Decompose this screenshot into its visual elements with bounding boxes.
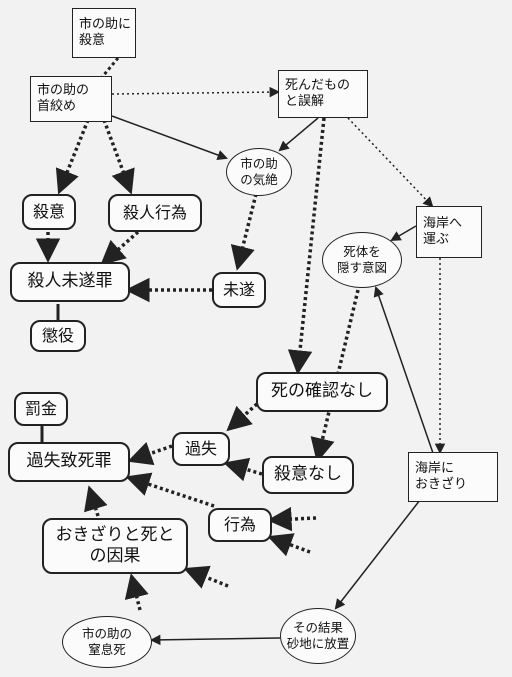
node-attempted-murder: 殺人未遂罪	[10, 262, 130, 302]
node-fine: 罰金	[14, 392, 68, 426]
node-carry-to-coast: 海岸へ 運ぶ	[416, 206, 482, 258]
arrow-result-to-death	[149, 634, 281, 646]
arrow-misunderstanding-to-coast	[347, 117, 434, 208]
node-strangling: 市の助の 首絞め	[30, 76, 112, 122]
node-act-of-killing: 殺人行為	[108, 194, 202, 232]
arrow-strangle-to-intent	[55, 119, 90, 195]
arrow-strangle-to-misunderstanding	[111, 86, 281, 98]
node-ichinosuke-faints: 市の助 の気絶	[226, 148, 292, 196]
arrow-act-to-attempted	[100, 230, 140, 266]
node-imprisonment: 懲役	[30, 320, 86, 352]
node-suffocation-death: 市の助の 窒息死	[62, 616, 152, 668]
arrow-c-to-causation	[183, 565, 229, 589]
arrow-abandon-to-hide	[373, 286, 435, 457]
arrow-long-to-manslaughter	[125, 472, 215, 508]
node-attempt-failed: 未遂	[212, 272, 266, 308]
arrow-b-to-act	[267, 533, 311, 557]
arrow-nointent-to-negligence	[223, 457, 263, 482]
node-causation-abandonment-death: おきざりと死と の因果	[42, 518, 188, 574]
arrow-misunderstanding-to-noconfirm	[287, 117, 326, 375]
node-intent-to-kill: 殺意	[22, 194, 76, 230]
arrow-strangle-to-act	[102, 119, 135, 195]
node-negligent-manslaughter: 過失致死罪	[8, 442, 130, 482]
node-no-death-confirmation: 死の確認なし	[256, 372, 388, 412]
node-act: 行為	[208, 508, 272, 542]
node-abandoned-on-coast: 海岸に おきざり	[408, 452, 498, 502]
node-no-intent-to-kill: 殺意なし	[262, 456, 354, 494]
arrow-a-to-act	[267, 506, 317, 532]
arrow-d-to-causation	[124, 573, 149, 611]
arrow-faint-to-failed	[230, 193, 258, 271]
node-negligence: 過失	[172, 432, 230, 466]
arrow-strangle-to-faint	[111, 115, 228, 161]
node-intent-to-hide-body: 死体を 隠す意図	[322, 232, 402, 288]
arrow-abandon-to-result	[334, 499, 421, 610]
node-mistaken-for-dead: 死んだもの と誤解	[278, 70, 368, 118]
arrow-negligence-to-manslaughter	[127, 441, 173, 466]
node-intent-to-kill-ichinosuke: 市の助に 殺意	[72, 8, 136, 58]
arrow-causation-to-manslaughter	[84, 485, 108, 517]
node-left-on-sand: その結果 砂地に放置	[280, 608, 356, 664]
arrow-coast-to-hide	[390, 225, 417, 242]
arrow-misunderstanding-to-faint	[278, 117, 319, 152]
